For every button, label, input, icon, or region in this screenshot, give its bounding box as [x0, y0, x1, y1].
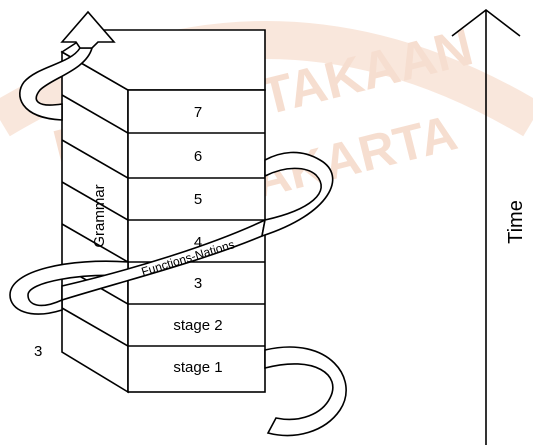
level-label-3: 3 [194, 275, 202, 292]
side-number-label: 3 [34, 343, 42, 360]
level-label-stage-2: stage 2 [173, 317, 222, 334]
grammar-label: Grammar [91, 184, 108, 247]
level-label-5: 5 [194, 191, 202, 208]
level-label-stage-1: stage 1 [173, 359, 222, 376]
time-axis-label: Time [505, 200, 527, 244]
spiral-bottom-hook [265, 347, 346, 435]
level-label-6: 6 [194, 148, 202, 165]
level-label-7: 7 [194, 104, 202, 121]
